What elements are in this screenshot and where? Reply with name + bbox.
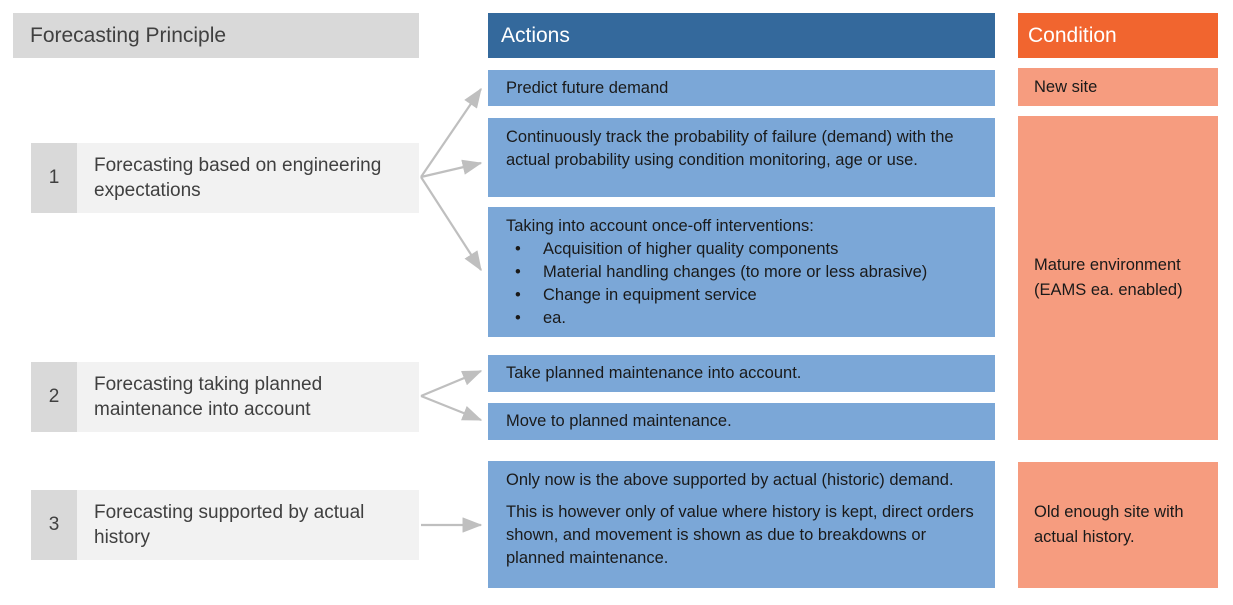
condition-text-1: New site <box>1034 77 1098 96</box>
column-header-condition: Condition <box>1018 13 1218 58</box>
list-item: • ea. <box>506 307 981 330</box>
principle-number-badge-2: 2 <box>31 362 77 432</box>
arrow-principle1-to-action2 <box>420 159 483 179</box>
bullet-icon: • <box>515 286 521 304</box>
bullet-text-4: ea. <box>543 309 566 327</box>
arrow-principle1-to-action3 <box>420 176 482 272</box>
action-text-1: Predict future demand <box>506 79 669 97</box>
bullet-text-1: Acquisition of higher quality components <box>543 240 839 258</box>
action-text-2: Continuously track the probability of fa… <box>506 128 954 169</box>
action-text-5: Move to planned maintenance. <box>506 412 732 430</box>
condition-text-3: Old enough site with actual history. <box>1034 503 1184 546</box>
bullet-text-2: Material handling changes (to more or le… <box>543 263 928 281</box>
principle-row-2[interactable]: 2 Forecasting taking planned maintenance… <box>31 362 419 432</box>
action-bullet-list: • Acquisition of higher quality componen… <box>506 238 981 330</box>
column-header-forecasting-principle: Forecasting Principle <box>13 13 419 58</box>
condition-box-old-enough-site[interactable]: Old enough site with actual history. <box>1018 462 1218 588</box>
list-item: • Acquisition of higher quality componen… <box>506 238 981 261</box>
action-box-continuously-track-probability[interactable]: Continuously track the probability of fa… <box>488 118 995 197</box>
action-text-6b: This is however only of value where hist… <box>506 503 974 567</box>
principle-row-1[interactable]: 1 Forecasting based on engineering expec… <box>31 143 419 213</box>
arrow-principle2-to-action4 <box>420 369 483 398</box>
condition-box-mature-environment[interactable]: Mature environment (EAMS ea. enabled) <box>1018 116 1218 440</box>
bullet-icon: • <box>515 263 521 281</box>
action-text-4: Take planned maintenance into account. <box>506 364 802 382</box>
principle-row-3[interactable]: 3 Forecasting supported by actual histor… <box>31 490 419 560</box>
action-box-move-to-planned-maintenance[interactable]: Move to planned maintenance. <box>488 403 995 440</box>
list-item: • Change in equipment service <box>506 284 981 307</box>
principle-label-2: Forecasting taking planned maintenance i… <box>94 374 323 420</box>
arrow-principle1-to-action1 <box>420 87 482 178</box>
principle-label-1: Forecasting based on engineering expecta… <box>94 155 382 201</box>
list-item: • Material handling changes (to more or … <box>506 261 981 284</box>
action-box-take-planned-maintenance[interactable]: Take planned maintenance into account. <box>488 355 995 392</box>
column-header-actions: Actions <box>488 13 995 58</box>
action-box-once-off-interventions[interactable]: Taking into account once-off interventio… <box>488 207 995 337</box>
action-box-predict-future-demand[interactable]: Predict future demand <box>488 70 995 106</box>
principle-label-3: Forecasting supported by actual history <box>94 502 365 548</box>
principle-number-badge-3: 3 <box>31 490 77 560</box>
principle-number-badge-1: 1 <box>31 143 77 213</box>
bullet-icon: • <box>515 309 521 327</box>
action-box-actual-historic-demand[interactable]: Only now is the above supported by actua… <box>488 461 995 588</box>
bullet-icon: • <box>515 240 521 258</box>
condition-box-new-site[interactable]: New site <box>1018 68 1218 106</box>
action-text-3: Taking into account once-off interventio… <box>506 217 814 235</box>
arrow-principle2-to-action5 <box>420 394 483 422</box>
action-text-6a: Only now is the above supported by actua… <box>506 471 954 489</box>
bullet-text-3: Change in equipment service <box>543 286 757 304</box>
condition-text-2: Mature environment (EAMS ea. enabled) <box>1034 256 1183 299</box>
